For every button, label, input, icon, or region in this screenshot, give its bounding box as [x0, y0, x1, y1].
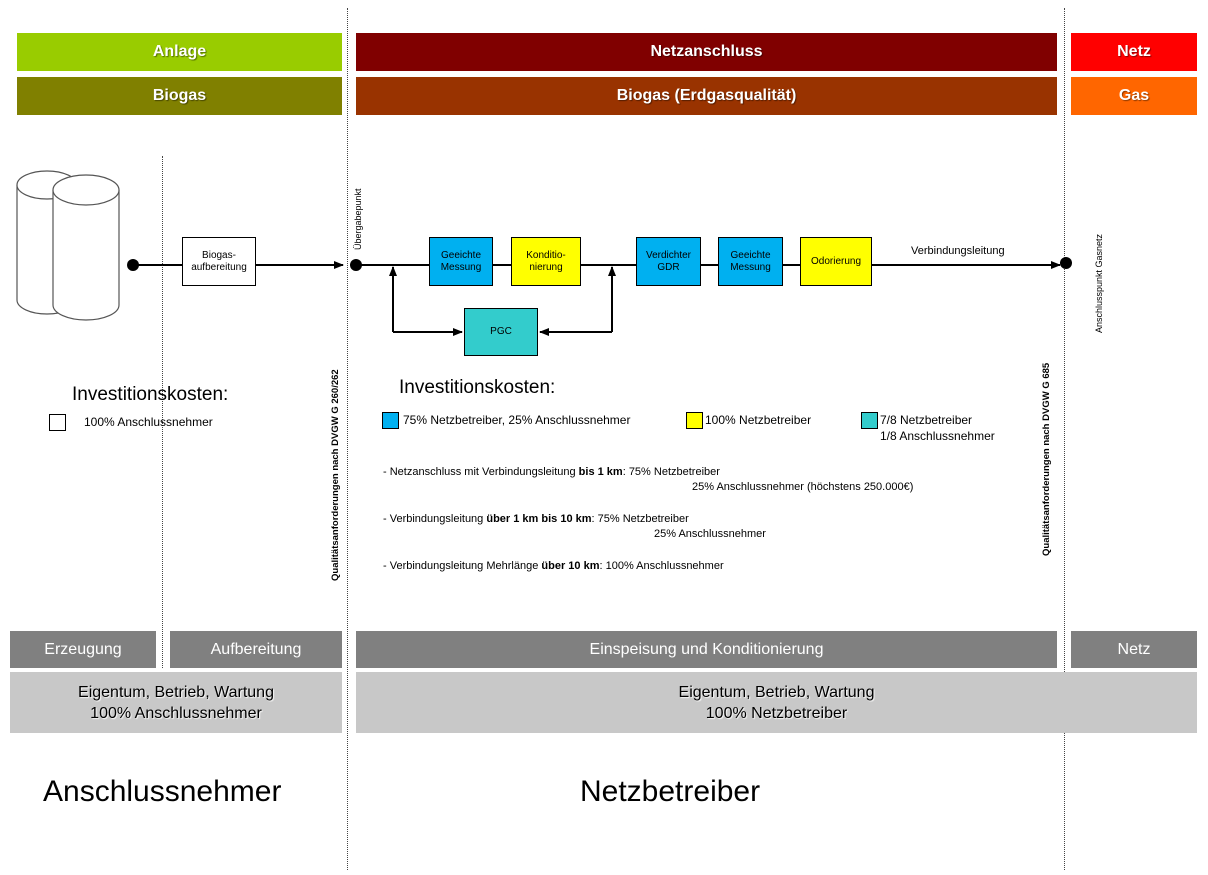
- cost-note-1-line2: 25% Anschlussnehmer (höchstens 250.000€): [692, 481, 914, 493]
- netzanschluss-label: Netzanschluss: [650, 43, 763, 60]
- left-ownership-bar: Eigentum, Betrieb, Wartung 100% Anschlus…: [10, 672, 342, 733]
- legend-teal-square: [861, 412, 878, 429]
- odorierung-label: Odorierung: [810, 255, 862, 267]
- cost-note-2-line2: 25% Anschlussnehmer: [654, 528, 766, 540]
- biogas-aufbereitung-box: Biogas- aufbereitung: [182, 237, 256, 286]
- erzeugung-label: Erzeugung: [44, 640, 122, 658]
- legend-teal-text-1: 7/8 Netzbetreiber: [880, 413, 973, 427]
- netz-label: Netz: [1117, 43, 1151, 60]
- biogas-bar: Biogas: [17, 77, 342, 115]
- aufbereitung-bar: Aufbereitung: [170, 631, 342, 668]
- pgc-label: PGC: [490, 326, 512, 337]
- right-ownership-bar: Eigentum, Betrieb, Wartung 100% Netzbetr…: [356, 672, 1197, 733]
- legend-cyan-square: [382, 412, 399, 429]
- pgc-box: PGC: [464, 308, 538, 356]
- netzbetreiber-heading: Netzbetreiber: [580, 775, 761, 808]
- netzanschluss-bar: Netzanschluss: [356, 33, 1057, 71]
- left-costs-title: Investitionskosten:: [72, 384, 229, 405]
- verbindungsleitung-label: Verbindungsleitung: [911, 245, 1005, 257]
- netz-footer-label: Netz: [1117, 640, 1151, 658]
- konditionierung-line1: Konditio-: [526, 249, 566, 261]
- verdichter-line1: Verdichter: [645, 249, 692, 261]
- separator-left: [347, 8, 348, 870]
- quality-requirements-left: Qualitätsanforderungen nach DVGW G 260/2…: [330, 369, 341, 581]
- einspeisung-label: Einspeisung und Konditionierung: [589, 640, 824, 658]
- anlage-label: Anlage: [152, 43, 207, 60]
- odorierung-box: Odorierung: [800, 237, 872, 286]
- left-owner-line1: Eigentum, Betrieb, Wartung: [78, 683, 274, 701]
- legend-teal-text-2: 1/8 Anschlussnehmer: [880, 429, 995, 443]
- separator-erzeugung: [162, 156, 163, 668]
- cost-note-3-post: : 100% Anschlussnehmer: [599, 560, 724, 572]
- cost-note-2-pre: - Verbindungsleitung: [383, 513, 487, 525]
- konditionierung-box: Konditio- nierung: [511, 237, 581, 286]
- right-owner-line1: Eigentum, Betrieb, Wartung: [678, 683, 875, 701]
- netz-bar: Netz: [1071, 33, 1197, 71]
- konditionierung-line2: nierung: [529, 261, 563, 273]
- geeichte-messung-box-2: Geeichte Messung: [718, 237, 783, 286]
- storage-tank-icon: [16, 170, 120, 321]
- biogas-aufbereitung-line1: Biogas-: [202, 249, 236, 261]
- gas-label: Gas: [1118, 87, 1150, 104]
- geeichte-messung-2-line1: Geeichte: [730, 249, 771, 261]
- legend-yellow-text: 100% Netzbetreiber: [705, 413, 812, 427]
- cost-note-2: - Verbindungsleitung über 1 km bis 10 km…: [383, 512, 689, 526]
- geeichte-messung-1-line1: Geeichte: [440, 249, 482, 261]
- cost-note-3: - Verbindungsleitung Mehrlänge über 10 k…: [383, 559, 724, 573]
- netz-footer-bar: Netz: [1071, 631, 1197, 668]
- geeichte-messung-box-1: Geeichte Messung: [429, 237, 493, 286]
- legend-white-square: [49, 414, 66, 431]
- geeichte-messung-2-line2: Messung: [730, 261, 771, 273]
- cost-note-1-post: : 75% Netzbetreiber: [622, 466, 720, 478]
- biogas-label: Biogas: [152, 87, 207, 104]
- uebergabepunkt-label: Übergabepunkt: [353, 188, 363, 250]
- left-costs-legend: 100% Anschlussnehmer: [84, 415, 213, 429]
- right-owner-line2: 100% Netzbetreiber: [705, 704, 848, 722]
- right-costs-title: Investitionskosten:: [399, 377, 556, 398]
- cost-note-1: - Netzanschluss mit Verbindungsleitung b…: [383, 465, 720, 479]
- cost-note-1-pre: - Netzanschluss mit Verbindungsleitung: [383, 466, 579, 478]
- cost-note-1-bold: bis 1 km: [578, 466, 623, 478]
- cost-note-2-post: : 75% Netzbetreiber: [591, 513, 689, 525]
- einspeisung-bar: Einspeisung und Konditionierung: [356, 631, 1057, 668]
- cost-note-3-pre: - Verbindungsleitung Mehrlänge: [383, 560, 542, 572]
- separator-right: [1064, 8, 1065, 870]
- cost-note-2-bold: über 1 km bis 10 km: [486, 513, 592, 525]
- aufbereitung-label: Aufbereitung: [210, 640, 302, 658]
- left-owner-line2: 100% Anschlussnehmer: [90, 704, 262, 722]
- biogas-erdgas-bar: Biogas (Erdgasqualität): [356, 77, 1057, 115]
- anschlussnehmer-heading: Anschlussnehmer: [43, 775, 282, 808]
- verdichter-gdr-box: Verdichter GDR: [636, 237, 701, 286]
- gas-bar: Gas: [1071, 77, 1197, 115]
- cost-note-3-bold: über 10 km: [541, 560, 600, 572]
- erzeugung-bar: Erzeugung: [10, 631, 156, 668]
- biogas-erdgas-label: Biogas (Erdgasqualität): [616, 87, 797, 104]
- verdichter-line2: GDR: [657, 261, 680, 273]
- legend-cyan-text: 75% Netzbetreiber, 25% Anschlussnehmer: [403, 413, 631, 427]
- geeichte-messung-1-line2: Messung: [440, 261, 482, 273]
- biogas-aufbereitung-line2: aufbereitung: [191, 261, 247, 273]
- legend-yellow-square: [686, 412, 703, 429]
- anschlusspunkt-label: Anschlusspunkt Gasnetz: [1094, 233, 1104, 333]
- quality-requirements-right: Qualitätsanforderungen nach DVGW G 685: [1041, 362, 1052, 556]
- anlage-bar: Anlage: [17, 33, 342, 71]
